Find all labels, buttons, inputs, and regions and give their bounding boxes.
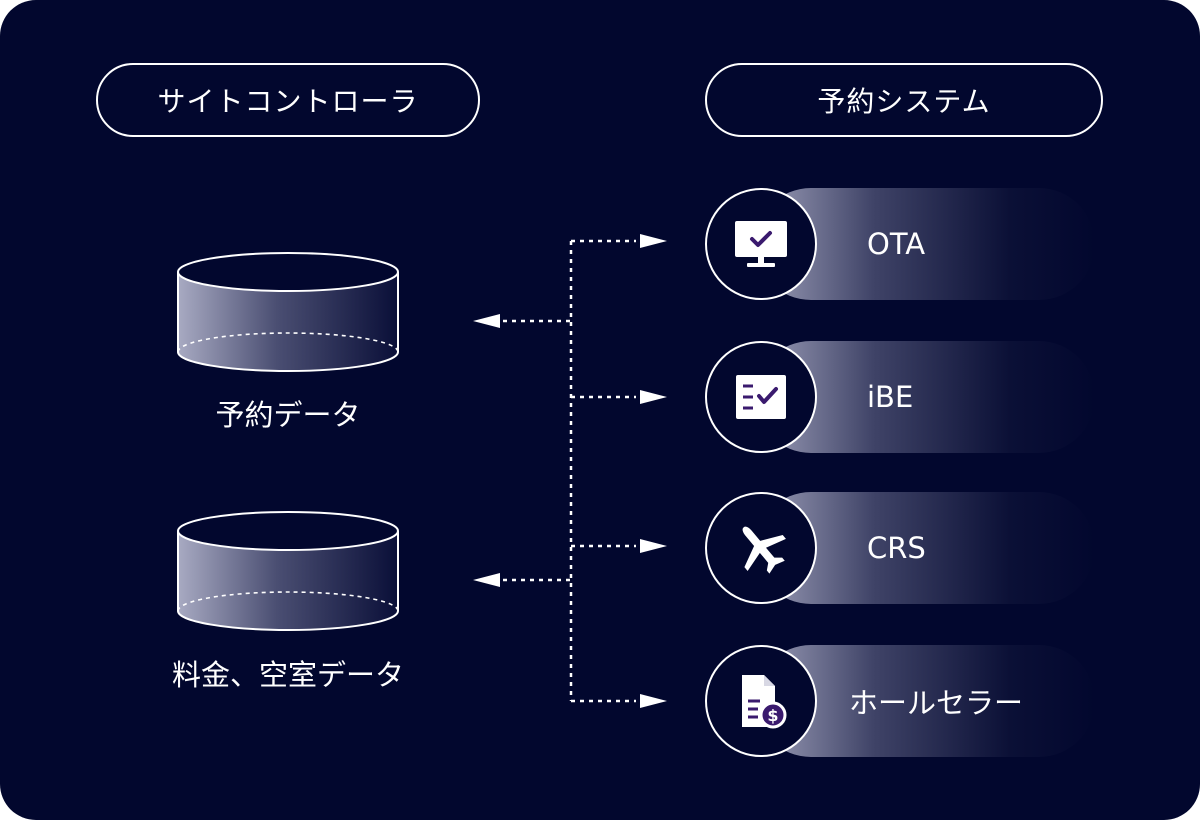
arrow-to-wholesaler [640,694,667,708]
rate-availability-data-label: 料金、空室データ [171,658,404,692]
reservation-data-database-icon [177,252,399,372]
ota-label: OTA [867,227,926,261]
reservation-system-header: 予約システム [705,63,1103,137]
arrow-to-crs [640,539,667,553]
airplane-icon [742,526,786,574]
arrow-to-ota [640,234,667,248]
crs-label: CRS [867,531,926,565]
system-row-wholesaler: $ ホールセラー [705,645,1095,757]
arrow-to-rate-availability-data [473,573,500,587]
checklist-icon [736,375,786,419]
site-controller-header: サイトコントローラ [96,63,480,137]
ibe-label: iBE [867,380,914,414]
monitor-check-icon [735,221,787,267]
arrow-to-ibe [640,390,667,404]
rate-availability-database-icon [177,511,399,631]
arrow-to-reservation-data [473,314,500,328]
reservation-data-label: 予約データ [215,398,361,432]
wholesaler-label: ホールセラー [849,686,1024,720]
system-row-ibe: iBE [705,341,1095,453]
connector-lines [503,239,636,703]
system-row-ota: OTA [705,188,1095,300]
svg-text:$: $ [767,706,778,725]
invoice-dollar-icon: $ [742,675,787,729]
system-row-crs: CRS [705,492,1095,604]
